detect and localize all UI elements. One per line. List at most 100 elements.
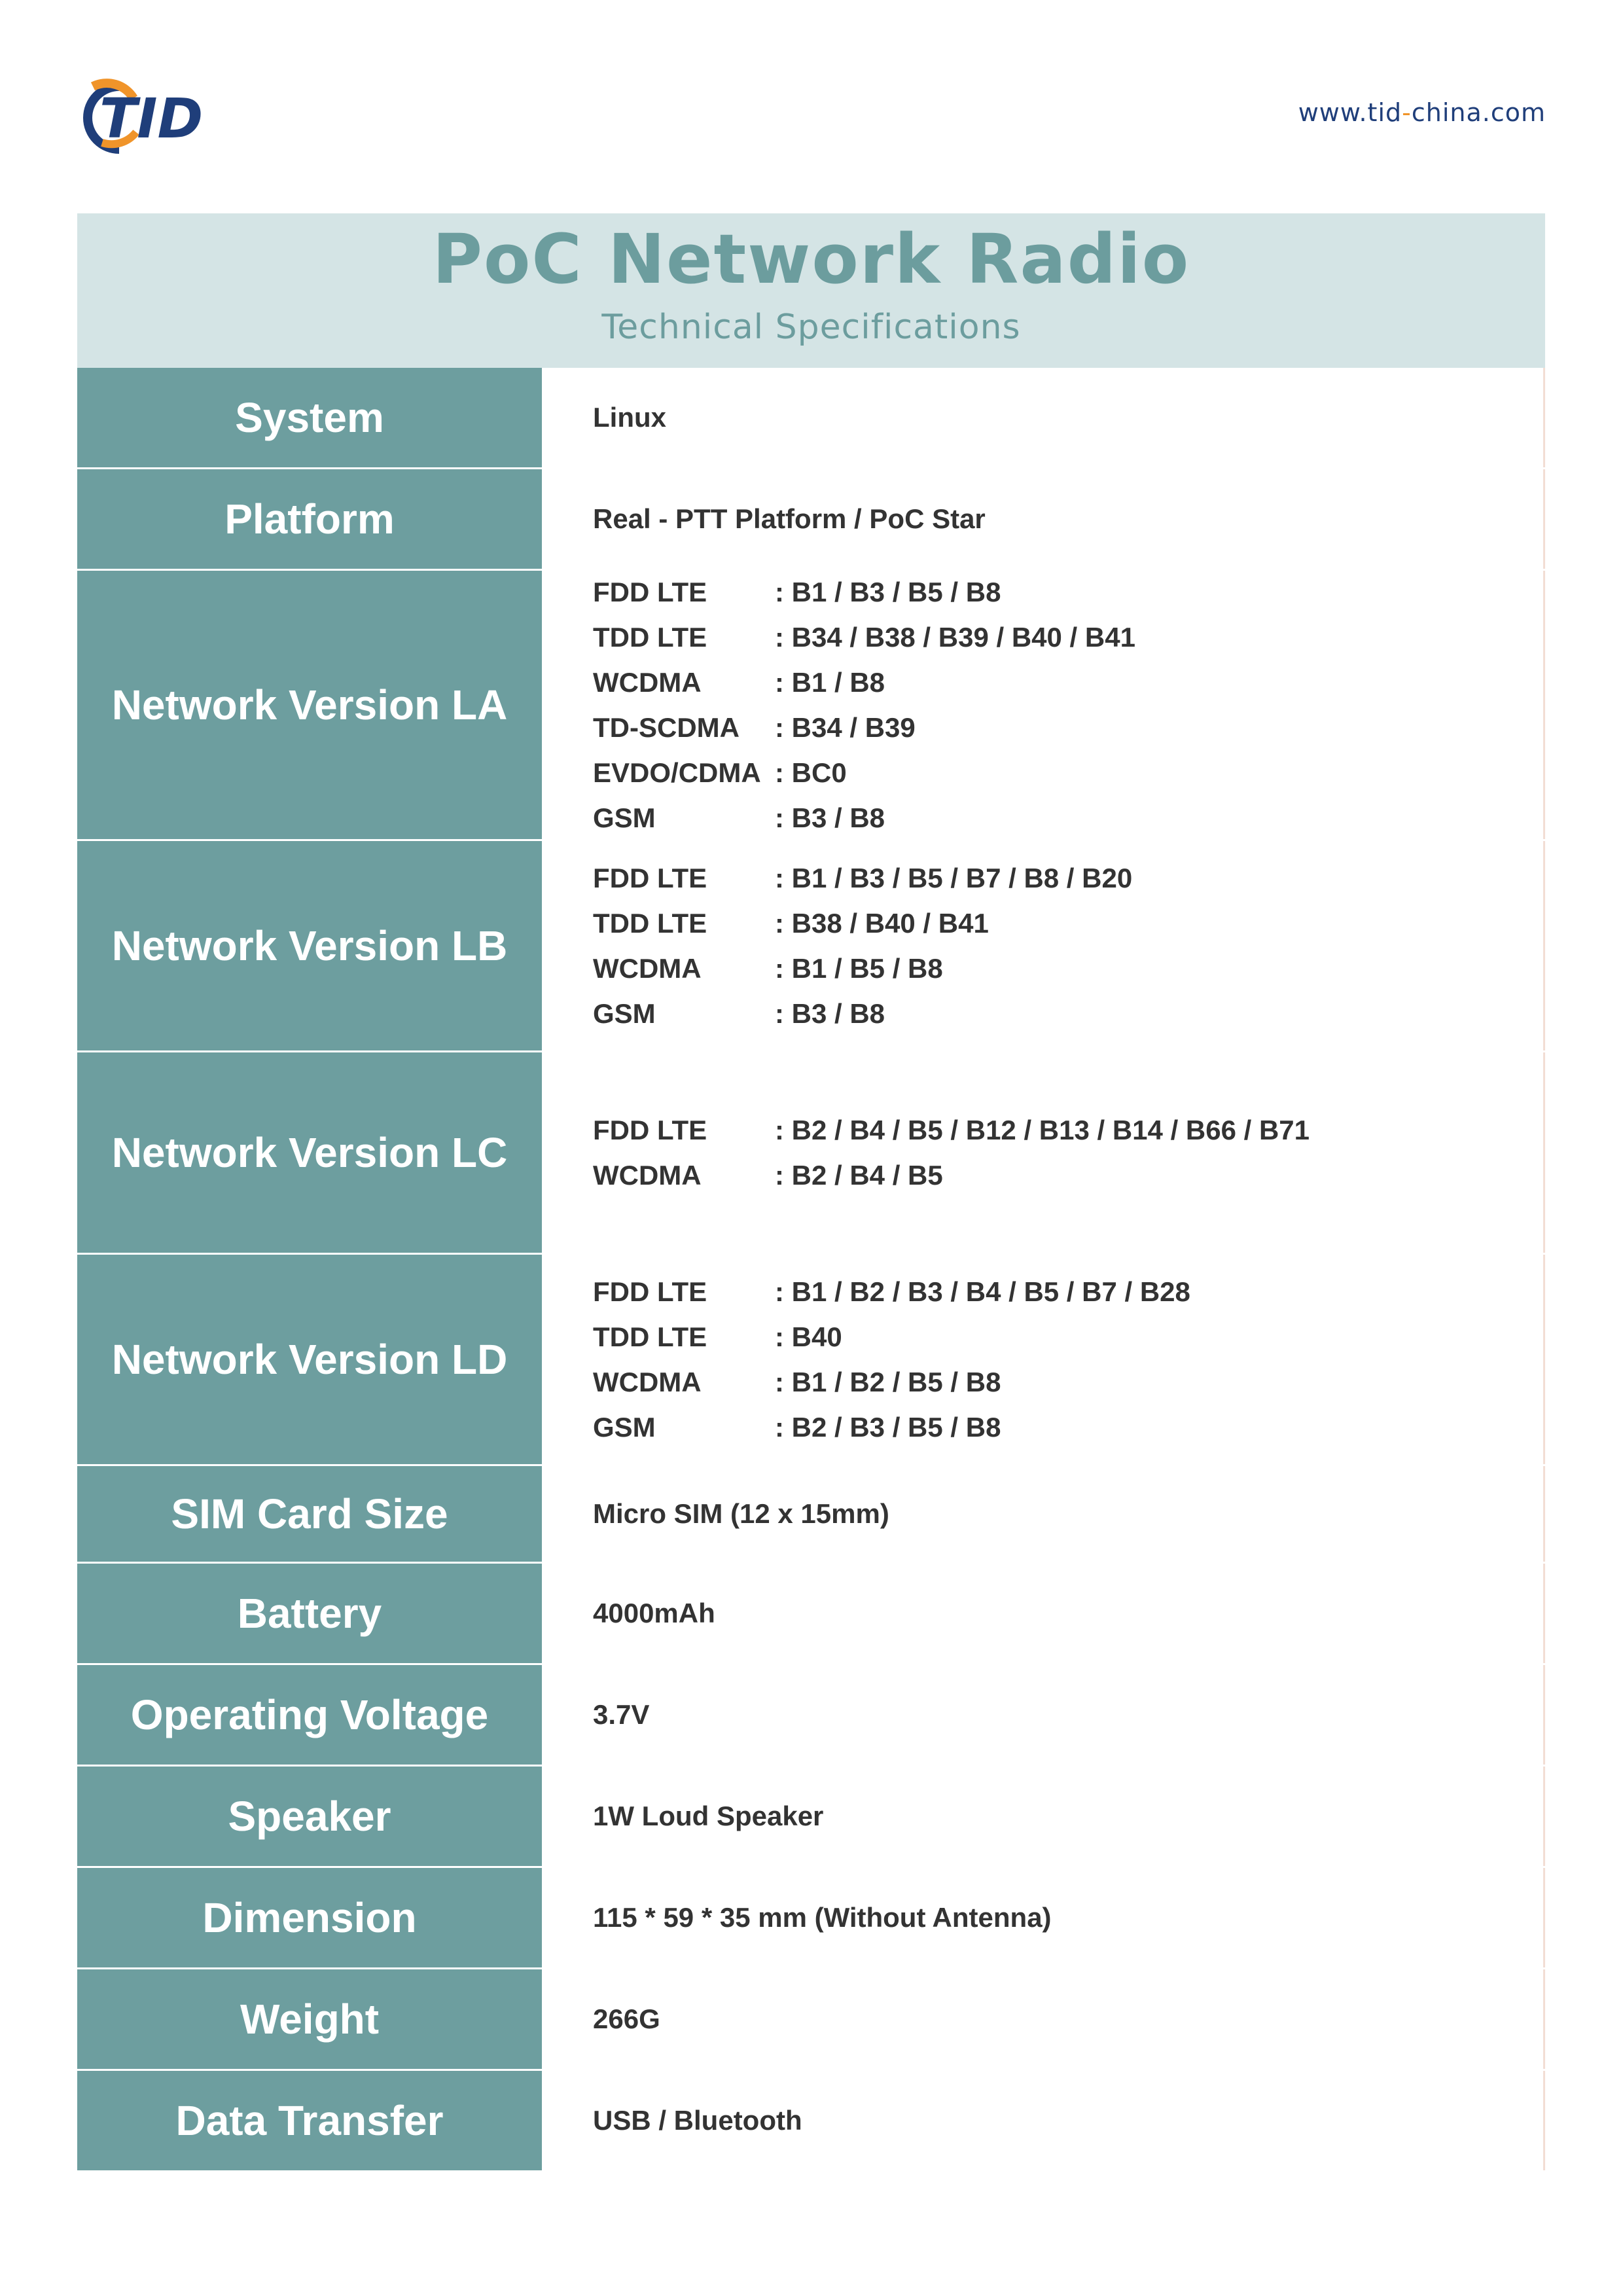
spec-value: FDD LTE : B1 / B2 / B3 / B4 / B5 / B7 / B… xyxy=(542,1255,1545,1464)
spec-value: FDD LTE : B2 / B4 / B5 / B12 / B13 / B14 … xyxy=(542,1052,1545,1253)
band-list: : B3 / B8 xyxy=(775,802,885,833)
band-list: : B34 / B38 / B39 / B40 / B41 xyxy=(775,622,1135,653)
spec-value-text: 3.7V xyxy=(593,1699,650,1730)
band-list: : B1 / B2 / B3 / B4 / B5 / B7 / B28 xyxy=(775,1276,1190,1307)
spec-row: Network Version LC FDD LTE : B2 / B4 / B5 … xyxy=(77,1052,1545,1255)
band-line: FDD LTE : B1 / B3 / B5 / B7 / B8 / B20 xyxy=(593,855,1543,901)
band-tech: GSM xyxy=(593,802,656,833)
spec-row: Network Version LA FDD LTE: B1 / B3 / B5 … xyxy=(77,571,1545,841)
logo-wordmark: TID xyxy=(99,86,203,151)
spec-value-text: Micro SIM (12 x 15mm) xyxy=(593,1498,889,1529)
band-tech: WCDMA xyxy=(593,1160,702,1191)
spec-value: 266G xyxy=(542,1969,1545,2069)
band-line: FDD LTE : B1 / B2 / B3 / B4 / B5 / B7 / B… xyxy=(593,1269,1543,1314)
spec-value: Micro SIM (12 x 15mm) xyxy=(542,1466,1545,1562)
band-line: WCDMA : B1 / B2 / B5 / B8 xyxy=(593,1359,1543,1405)
band-line: TDD LTE : B40 xyxy=(593,1314,1543,1359)
spec-label: Network Version LD xyxy=(77,1255,542,1464)
page-subtitle: Technical Specifications xyxy=(601,308,1021,347)
spec-row: Platform Real - PTT Platform / PoC Star xyxy=(77,469,1545,571)
band-list: : BC0 xyxy=(775,757,847,788)
spec-row: Weight 266G xyxy=(77,1969,1545,2071)
spec-label: Dimension xyxy=(77,1868,542,1967)
band-tech: TDD LTE xyxy=(593,908,707,939)
band-tech: EVDO/CDMA xyxy=(593,757,761,788)
title-banner: PoC Network Radio Technical Specificatio… xyxy=(77,213,1545,368)
band-tech: GSM xyxy=(593,1412,656,1443)
spec-value-text: Linux xyxy=(593,402,666,433)
band-tech: WCDMA xyxy=(593,953,702,984)
band-list: : B34 / B39 xyxy=(775,712,916,743)
tid-logo: TID xyxy=(73,72,230,157)
spec-value: USB / Bluetooth xyxy=(542,2071,1545,2170)
spec-row: Data Transfer USB / Bluetooth xyxy=(77,2071,1545,2170)
band-list: : B3 / B8 xyxy=(775,998,885,1029)
spec-value: 1W Loud Speaker xyxy=(542,1767,1545,1866)
band-tech: TD-SCDMA xyxy=(593,712,740,743)
band-line: TDD LTE : B38 / B40 / B41 xyxy=(593,901,1543,946)
spec-label: Network Version LC xyxy=(77,1052,542,1253)
spec-label: SIM Card Size xyxy=(77,1466,542,1562)
tid-logo-mark: TID xyxy=(83,79,203,154)
spec-row: Speaker 1W Loud Speaker xyxy=(77,1767,1545,1868)
band-tech: GSM xyxy=(593,998,656,1029)
band-tech: FDD LTE xyxy=(593,863,707,893)
spec-value: Real - PTT Platform / PoC Star xyxy=(542,469,1545,569)
band-list: : B40 xyxy=(775,1321,842,1352)
band-list: : B1 / B3 / B5 / B7 / B8 / B20 xyxy=(775,863,1133,893)
spec-value: 115 * 59 * 35 mm (Without Antenna) xyxy=(542,1868,1545,1967)
website-url[interactable]: www.tid-china.com xyxy=(1298,98,1546,127)
band-line: GSM : B3 / B8 xyxy=(593,991,1543,1036)
band-line: TDD LTE : B34 / B38 / B39 / B40 / B41 xyxy=(593,615,1543,660)
band-list: : B2 / B4 / B5 / B12 / B13 / B14 / B66 /… xyxy=(775,1115,1310,1145)
spec-label: Network Version LB xyxy=(77,841,542,1050)
spec-label: Network Version LA xyxy=(77,571,542,839)
band-line: WCDMA: B1 / B5 / B8 xyxy=(593,946,1543,991)
spec-value: 3.7V xyxy=(542,1665,1545,1765)
spec-value-text: USB / Bluetooth xyxy=(593,2105,802,2136)
band-line: EVDO/CDMA : BC0 xyxy=(593,750,1543,795)
spec-row: Operating Voltage 3.7V xyxy=(77,1665,1545,1767)
page-title: PoC Network Radio xyxy=(432,219,1190,299)
spec-label: Operating Voltage xyxy=(77,1665,542,1765)
band-tech: WCDMA xyxy=(593,667,702,698)
band-tech: FDD LTE xyxy=(593,1115,707,1145)
spec-value-text: 115 * 59 * 35 mm (Without Antenna) xyxy=(593,1902,1052,1933)
band-tech: WCDMA xyxy=(593,1367,702,1397)
spec-value: 4000mAh xyxy=(542,1564,1545,1663)
spec-label: Battery xyxy=(77,1564,542,1663)
band-line: WCDMA : B1 / B8 xyxy=(593,660,1543,705)
spec-label: Data Transfer xyxy=(77,2071,542,2170)
spec-row: SIM Card Size Micro SIM (12 x 15mm) xyxy=(77,1466,1545,1564)
spec-value: FDD LTE: B1 / B3 / B5 / B8 TDD LTE : B34 /… xyxy=(542,571,1545,839)
band-list: : B1 / B8 xyxy=(775,667,885,698)
band-line: FDD LTE : B2 / B4 / B5 / B12 / B13 / B14 … xyxy=(593,1107,1543,1153)
spec-label: System xyxy=(77,368,542,467)
band-tech: TDD LTE xyxy=(593,622,707,653)
band-line: GSM: B2 / B3 / B5 / B8 xyxy=(593,1405,1543,1450)
spec-label: Platform xyxy=(77,469,542,569)
band-list: : B38 / B40 / B41 xyxy=(775,908,989,939)
band-tech: TDD LTE xyxy=(593,1321,707,1352)
spec-row: Network Version LB FDD LTE : B1 / B3 / B5 … xyxy=(77,841,1545,1052)
band-line: WCDMA : B2 / B4 / B5 xyxy=(593,1153,1543,1198)
band-line: TD-SCDMA : B34 / B39 xyxy=(593,705,1543,750)
band-tech: FDD LTE xyxy=(593,1276,707,1307)
spec-value-text: 266G xyxy=(593,2003,660,2034)
spec-value: Linux xyxy=(542,368,1545,467)
band-list: : B2 / B4 / B5 xyxy=(775,1160,943,1191)
spec-value-text: Real - PTT Platform / PoC Star xyxy=(593,503,986,534)
spec-label: Speaker xyxy=(77,1767,542,1866)
spec-label: Weight xyxy=(77,1969,542,2069)
band-list: : B1 / B2 / B5 / B8 xyxy=(775,1367,1001,1397)
band-line: FDD LTE: B1 / B3 / B5 / B8 xyxy=(593,569,1543,615)
spec-value-text: 4000mAh xyxy=(593,1598,715,1628)
spec-row: System Linux xyxy=(77,368,1545,469)
spec-row: Dimension 115 * 59 * 35 mm (Without Anten… xyxy=(77,1868,1545,1969)
spec-value-text: 1W Loud Speaker xyxy=(593,1801,824,1831)
band-line: GSM : B3 / B8 xyxy=(593,795,1543,840)
band-tech: FDD LTE xyxy=(593,577,707,607)
spec-row: Network Version LD FDD LTE : B1 / B2 / B3 … xyxy=(77,1255,1545,1466)
